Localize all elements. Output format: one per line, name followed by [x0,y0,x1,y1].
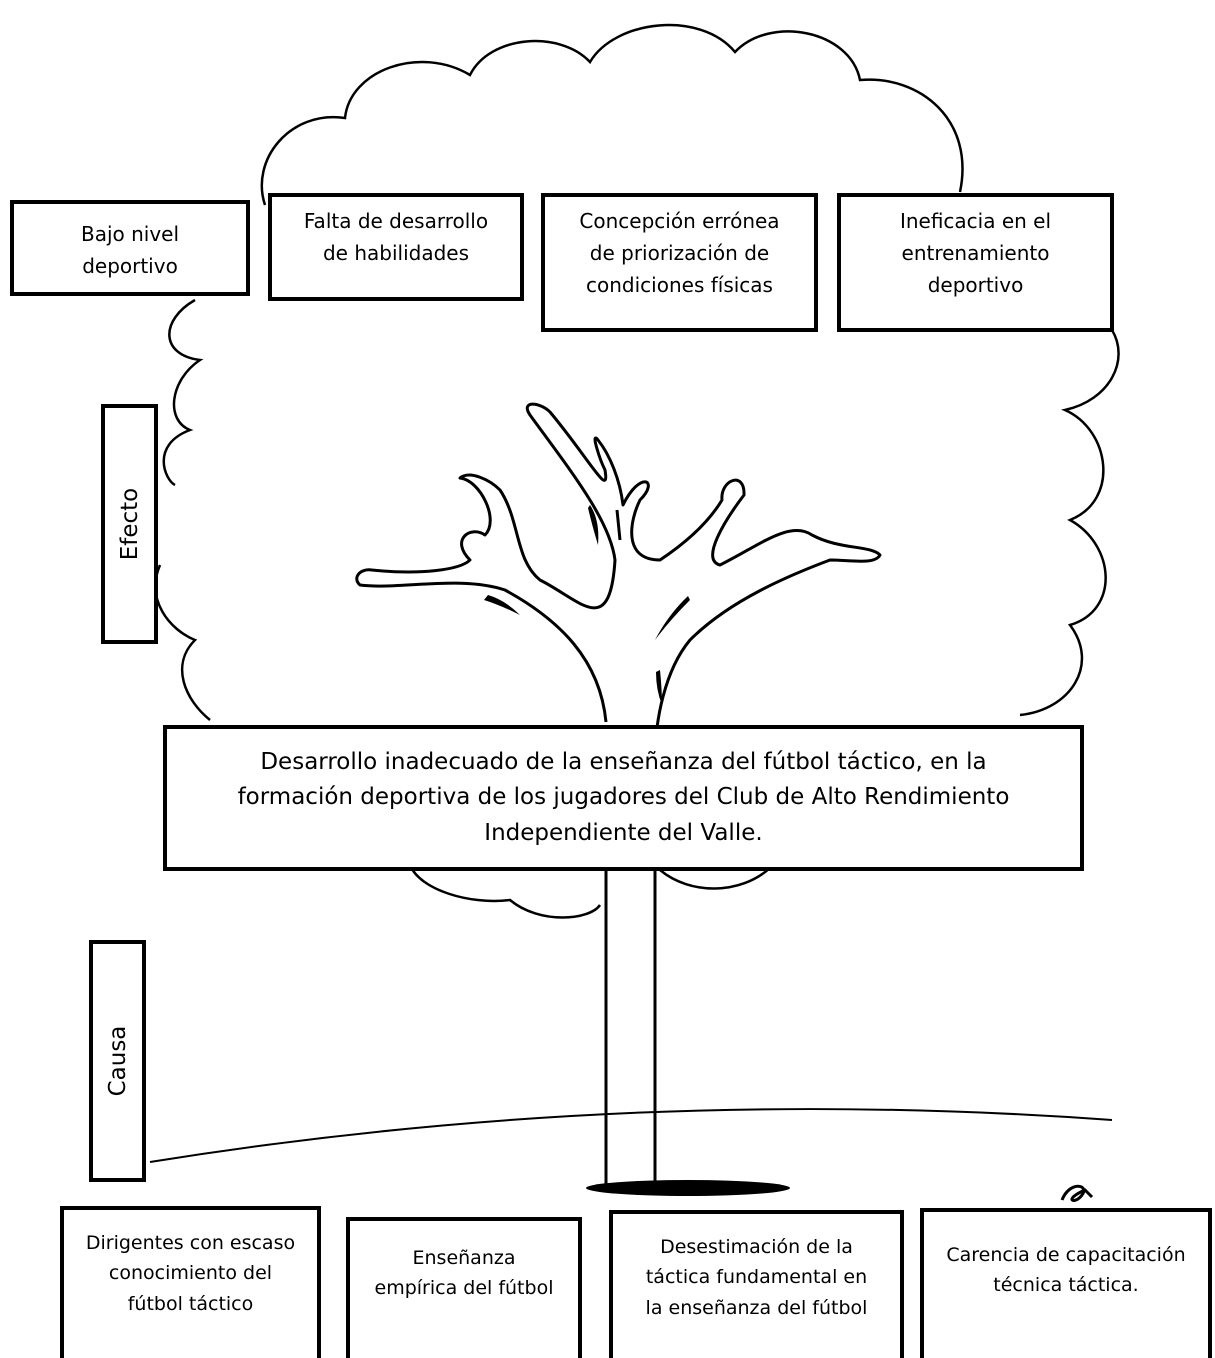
effect-label: Efecto [101,404,158,644]
cause-label: Causa [89,940,146,1182]
central-problem-box: Desarrollo inadecuado de la enseñanza de… [163,725,1084,871]
cause-text: Carencia de capacitación técnica táctica… [946,1244,1186,1297]
branch-shadow [484,595,520,615]
effect-label-text: Efecto [116,487,143,561]
effect-box: Falta de desarrollo de habilidades [268,193,524,301]
effect-box: Concepción errónea de priorización de co… [541,193,818,332]
branch-shadow [656,670,662,705]
trunk-shadow [586,1180,790,1196]
effect-text: Bajo nivel deportivo [80,222,180,278]
branch-shadow [655,596,690,640]
effect-text: Ineficacia en el entrenamiento deportivo [899,209,1052,297]
cause-box: Desestimación de la táctica fundamental … [609,1210,904,1358]
artist-signature [1060,1184,1094,1202]
ground-line [149,1108,1113,1163]
cause-text: Enseñanza empírica del fútbol [374,1247,554,1300]
effect-text: Falta de desarrollo de habilidades [303,209,489,265]
effect-box: Ineficacia en el entrenamiento deportivo [837,193,1114,332]
cause-label-text: Causa [104,1025,131,1097]
tree-canopy [154,23,1120,919]
effect-text: Concepción errónea de priorización de co… [579,209,780,297]
tree-branches [355,402,882,761]
cause-text: Desestimación de la táctica fundamental … [645,1236,868,1319]
cause-box: Enseñanza empírica del fútbol [346,1217,582,1358]
cause-box: Carencia de capacitación técnica táctica… [920,1208,1212,1358]
cause-box: Dirigentes con escaso conocimiento del f… [60,1206,321,1358]
effect-box: Bajo nivel deportivo [10,200,250,296]
tree-trunk [604,855,657,1188]
cause-text: Dirigentes con escaso conocimiento del f… [85,1232,296,1315]
branch-shadow [588,505,599,545]
central-problem-text: Desarrollo inadecuado de la enseñanza de… [237,748,1010,846]
